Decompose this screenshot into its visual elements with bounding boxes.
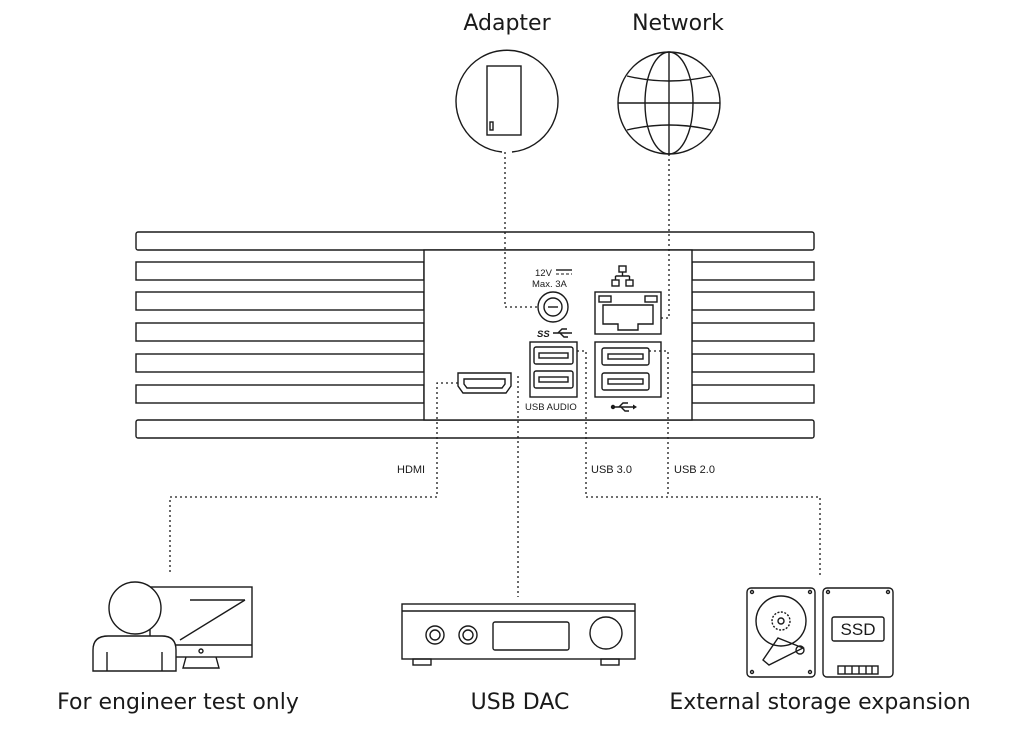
usb-dac-label: USB DAC	[471, 690, 570, 715]
power-rating-voltage: 12V	[535, 268, 553, 279]
superspeed-mark: SS	[537, 329, 550, 340]
hdmi-label: HDMI	[397, 464, 425, 476]
engineer-label: For engineer test only	[57, 690, 299, 715]
dc-power-jack	[537, 291, 569, 323]
usb3-label: USB 3.0	[591, 464, 632, 476]
usb2-label: USB 2.0	[674, 464, 715, 476]
dc-symbol-icon	[556, 269, 572, 275]
usb3-port-stack	[529, 341, 578, 398]
usb-trident-icon	[553, 328, 572, 338]
ssd-label: SSD	[841, 620, 876, 639]
hdd-icon	[746, 587, 816, 678]
connection-lines	[169, 152, 821, 597]
power-rating-current: Max. 3A	[532, 279, 568, 290]
usb-audio-label: USB AUDIO	[525, 402, 577, 413]
network-symbol-icon	[611, 265, 634, 287]
usb2-port-stack	[594, 341, 662, 398]
power-adapter-icon	[455, 49, 559, 153]
rear-io-panel: 12V Max. 3A SS USB AUDIO	[423, 249, 693, 421]
device-body	[135, 231, 815, 439]
usb-symbol-icon	[610, 402, 637, 412]
network-label: Network	[632, 11, 724, 36]
engineer-monitor-icon	[92, 581, 253, 672]
ethernet-port	[594, 291, 662, 335]
usb-dac-icon	[401, 603, 636, 666]
hdmi-port	[457, 372, 512, 394]
storage-label: External storage expansion	[669, 690, 970, 715]
ssd-icon: SSD	[822, 587, 894, 678]
adapter-label: Adapter	[463, 11, 551, 36]
globe-icon	[617, 51, 721, 155]
